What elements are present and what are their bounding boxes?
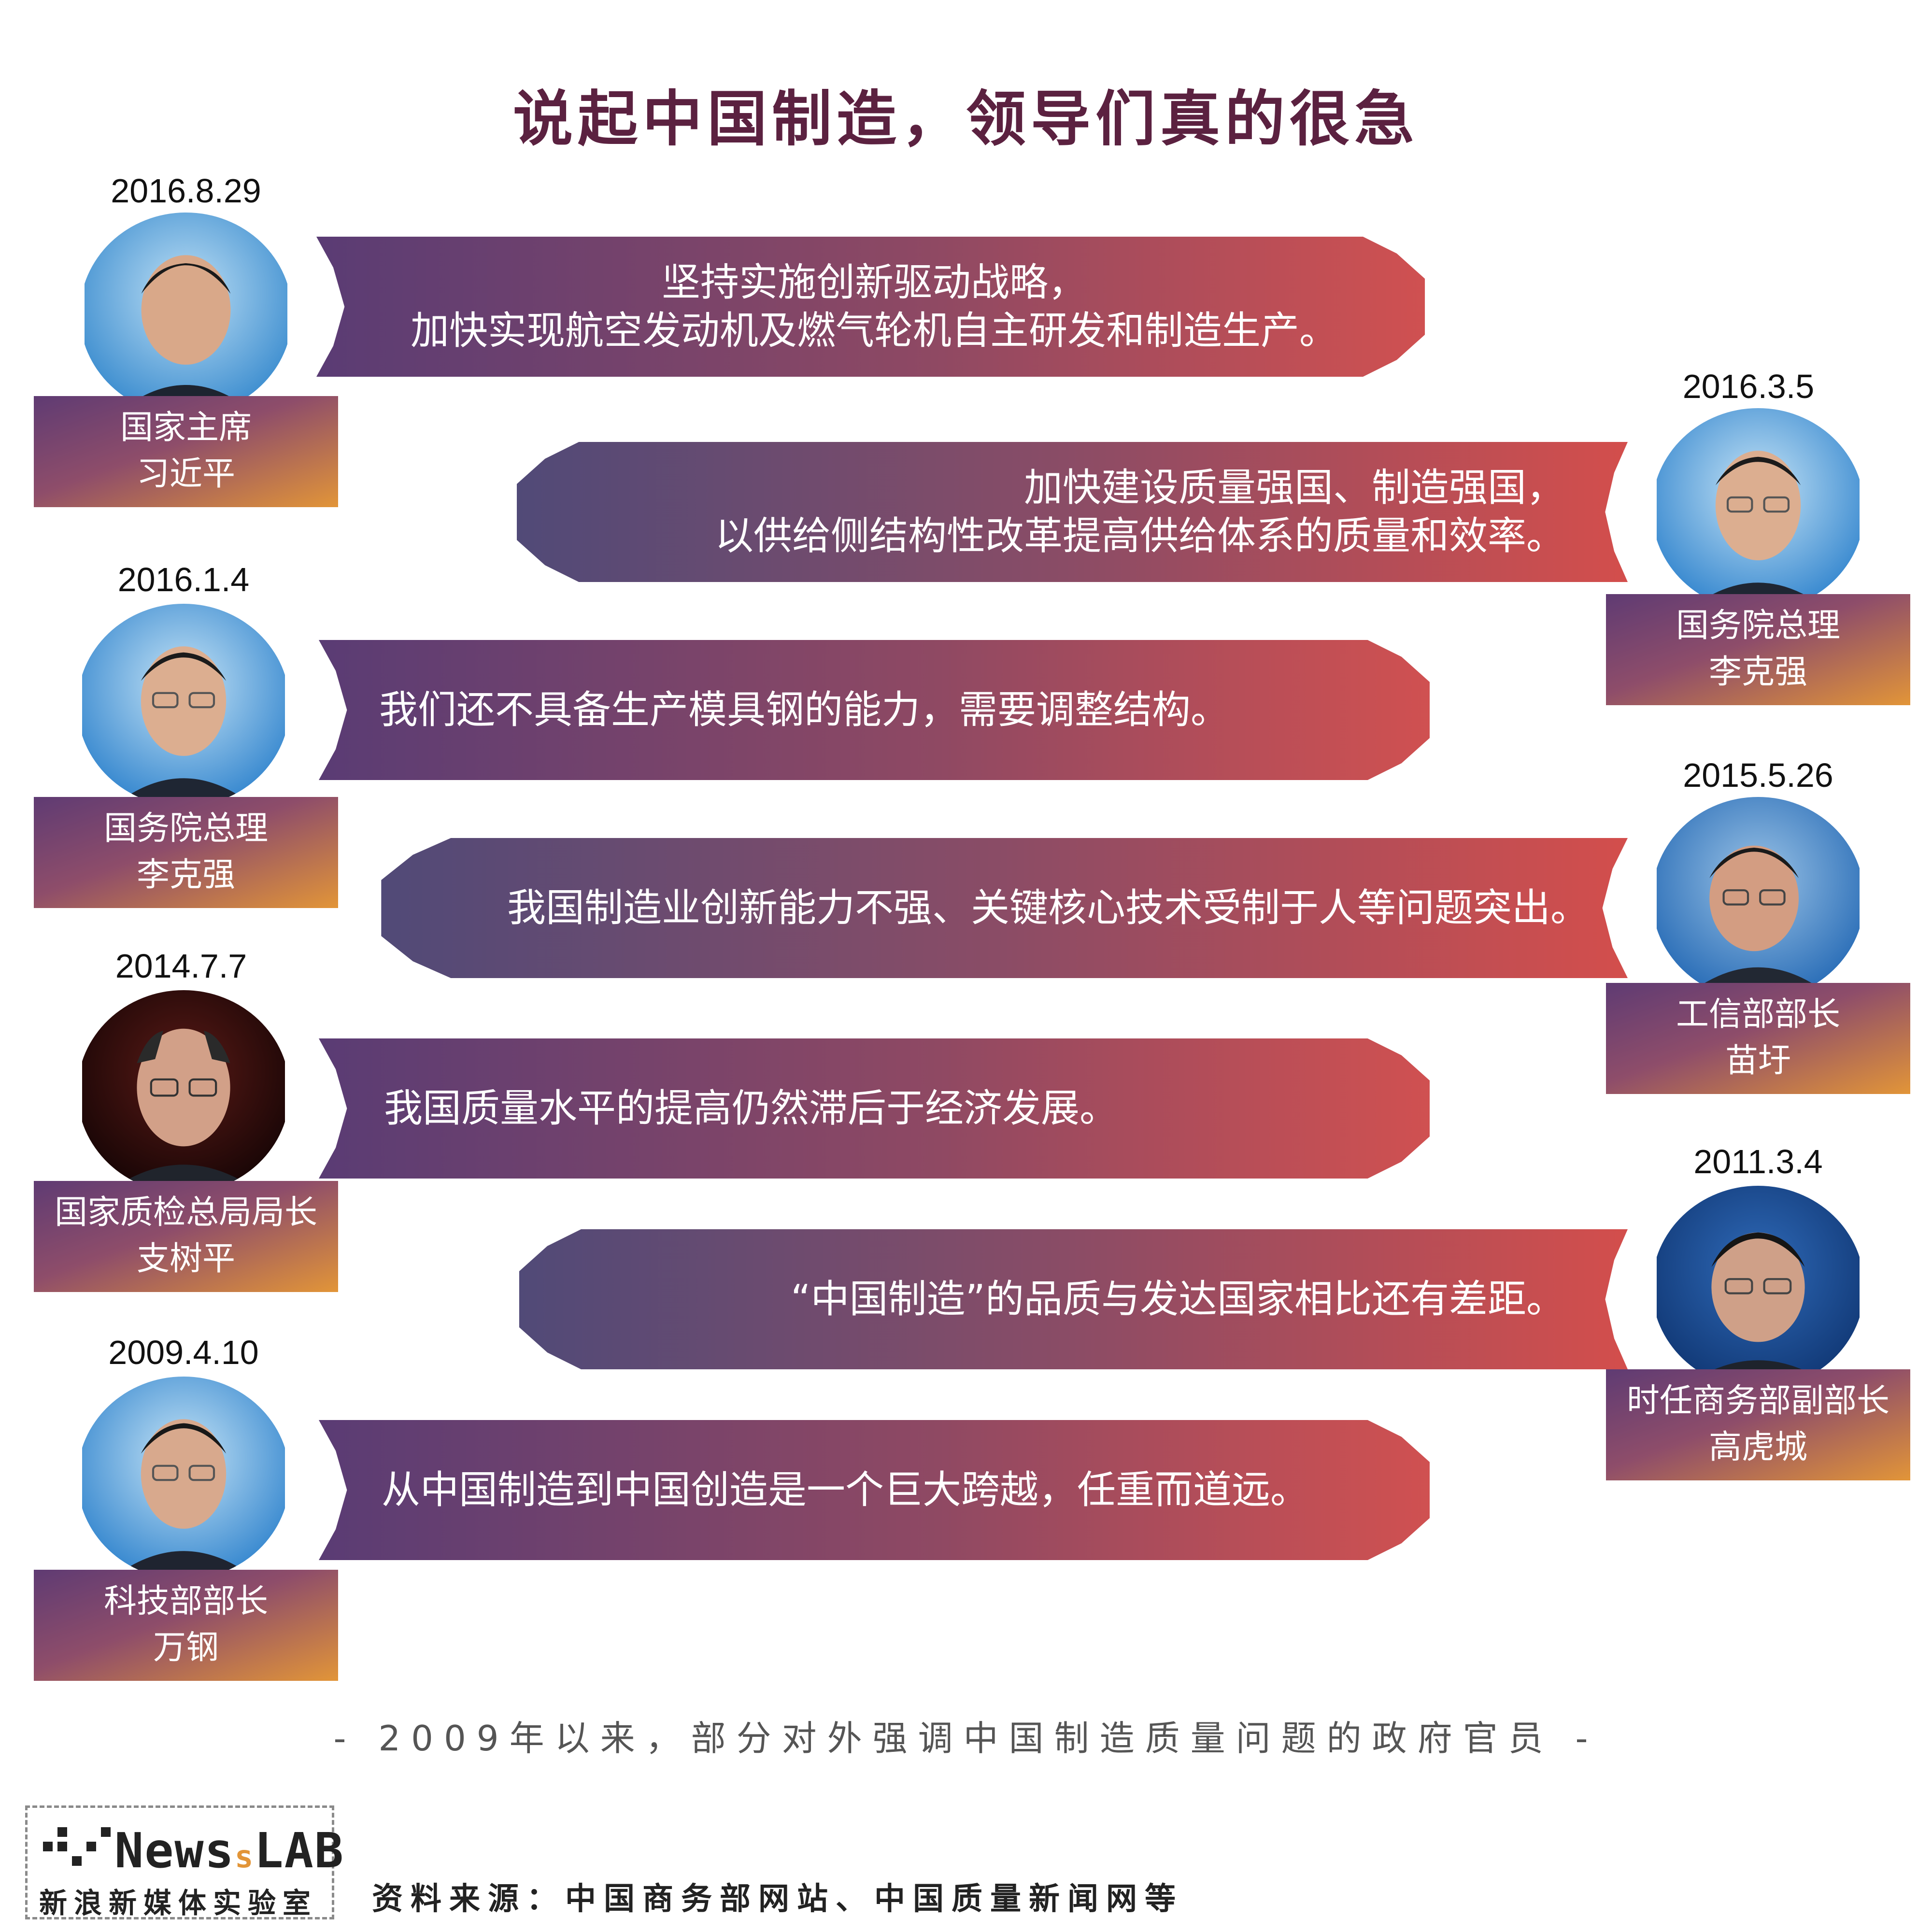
quote-line: 加快实现航空发动机及燃气轮机自主研发和制造生产。 — [411, 308, 1338, 353]
portrait-photo — [1652, 1186, 1864, 1389]
quote-text: “中国制造”的品质与发达国家相比还有差距。 — [589, 1229, 1565, 1369]
official-namebox: 科技部部长 万钢 — [34, 1570, 338, 1681]
quote-bubble: 从中国制造到中国创造是一个巨大跨越，任重而道远。 — [319, 1420, 1430, 1560]
portrait-image — [1657, 797, 1860, 1000]
quote-line: 我国质量水平的提高仍然滞后于经济发展。 — [384, 1086, 1118, 1131]
portrait-image — [1657, 408, 1860, 611]
date-label: 2016.1.4 — [117, 561, 250, 598]
logo-word-news: News — [114, 1822, 235, 1879]
quote-text: 坚持实施创新驱动战略， 加快实现航空发动机及燃气轮机自主研发和制造生产。 — [365, 237, 1384, 377]
logo-subtitle: 新浪新媒体实验室 — [39, 1887, 318, 1919]
portrait-photo — [77, 604, 290, 807]
quote-text: 加快建设质量强国、制造强国， 以供给侧结构性改革提高供给体系的质量和效率。 — [587, 442, 1565, 582]
portrait-photo — [1652, 408, 1864, 611]
official-name: 李克强 — [1708, 653, 1807, 691]
official-role: 时任商务部副部长 — [1626, 1382, 1889, 1420]
official-namebox: 国家主席 习近平 — [34, 396, 338, 507]
date-label: 2016.8.29 — [111, 172, 261, 210]
quote-bubble: “中国制造”的品质与发达国家相比还有差距。 — [519, 1229, 1628, 1369]
official-role: 工信部部长 — [1676, 995, 1840, 1034]
portrait-photo — [80, 213, 292, 415]
date-label: 2009.4.10 — [108, 1334, 259, 1371]
logo-word-lab: LAB — [254, 1822, 344, 1879]
quote-line: 我们还不具备生产模具钢的能力，需要调整结构。 — [379, 687, 1229, 732]
official-role: 国家主席 — [120, 409, 252, 447]
logo-wordmark: NewssLAB — [114, 1822, 344, 1879]
date-label: 2011.3.4 — [1693, 1143, 1823, 1180]
official-namebox: 国务院总理 李克强 — [1606, 594, 1910, 705]
portrait-photo — [77, 990, 290, 1193]
logo-word-s: s — [234, 1839, 255, 1875]
official-role: 国务院总理 — [1676, 607, 1840, 645]
portrait-image — [85, 213, 287, 415]
quote-text: 我国制造业创新能力不强、关键核心技术受制于人等问题突出。 — [440, 838, 1589, 978]
quote-line: 以供给侧结构性改革提高供给体系的质量和效率。 — [715, 513, 1565, 558]
date-label: 2014.7.7 — [115, 947, 247, 985]
official-name: 苗圩 — [1725, 1042, 1791, 1080]
official-name: 高虎城 — [1708, 1428, 1807, 1466]
official-name: 万钢 — [153, 1629, 219, 1667]
caption: - 2009年以来，部分对外强调中国制造质量问题的政府官员 - — [333, 1718, 1599, 1759]
official-namebox: 国家质检总局局长 支树平 — [34, 1181, 338, 1292]
official-name: 支树平 — [136, 1240, 235, 1278]
quote-bubble: 加快建设质量强国、制造强国， 以供给侧结构性改革提高供给体系的质量和效率。 — [517, 442, 1628, 582]
date-label: 2016.3.5 — [1682, 368, 1815, 405]
source-note: 资料来源：中国商务部网站、中国质量新闻网等 — [372, 1881, 1183, 1917]
official-role: 科技部部长 — [103, 1582, 268, 1620]
official-namebox: 时任商务部副部长 高虎城 — [1606, 1369, 1910, 1480]
portrait-image — [82, 1377, 285, 1579]
quote-text: 从中国制造到中国创造是一个巨大跨越，任重而道远。 — [382, 1420, 1389, 1560]
quote-line: 我国制造业创新能力不强、关键核心技术受制于人等问题突出。 — [507, 885, 1589, 930]
official-namebox: 工信部部长 苗圩 — [1606, 983, 1910, 1094]
quote-bubble: 我国制造业创新能力不强、关键核心技术受制于人等问题突出。 — [381, 838, 1628, 978]
official-name: 习近平 — [136, 455, 235, 493]
quote-line: 坚持实施创新驱动战略， — [662, 260, 1087, 305]
pixel-logo-icon — [43, 1827, 111, 1866]
official-role: 国家质检总局局长 — [54, 1193, 317, 1232]
date-label: 2015.5.26 — [1683, 756, 1833, 794]
official-namebox: 国务院总理 李克强 — [34, 797, 338, 908]
quote-line: 从中国制造到中国创造是一个巨大跨越，任重而道远。 — [382, 1467, 1309, 1512]
quote-line: “中国制造”的品质与发达国家相比还有差距。 — [791, 1277, 1565, 1321]
official-role: 国务院总理 — [103, 810, 268, 848]
newslab-logo: NewssLAB 新浪新媒体实验室 — [25, 1805, 343, 1919]
portrait-image — [82, 604, 285, 807]
quote-line: 加快建设质量强国、制造强国， — [1024, 465, 1565, 510]
quote-bubble: 我们还不具备生产模具钢的能力，需要调整结构。 — [319, 640, 1430, 780]
quote-text: 我们还不具备生产模具钢的能力，需要调整结构。 — [379, 640, 1389, 780]
portrait-image — [82, 990, 285, 1193]
quote-bubble: 坚持实施创新驱动战略， 加快实现航空发动机及燃气轮机自主研发和制造生产。 — [316, 237, 1425, 377]
quote-text: 我国质量水平的提高仍然滞后于经济发展。 — [384, 1038, 1389, 1179]
page-title: 说起中国制造，领导们真的很急 — [512, 85, 1419, 154]
portrait-image — [1657, 1186, 1860, 1389]
official-name: 李克强 — [136, 856, 235, 894]
portrait-photo — [77, 1377, 290, 1579]
portrait-photo — [1652, 797, 1864, 1000]
quote-bubble: 我国质量水平的提高仍然滞后于经济发展。 — [319, 1038, 1430, 1179]
